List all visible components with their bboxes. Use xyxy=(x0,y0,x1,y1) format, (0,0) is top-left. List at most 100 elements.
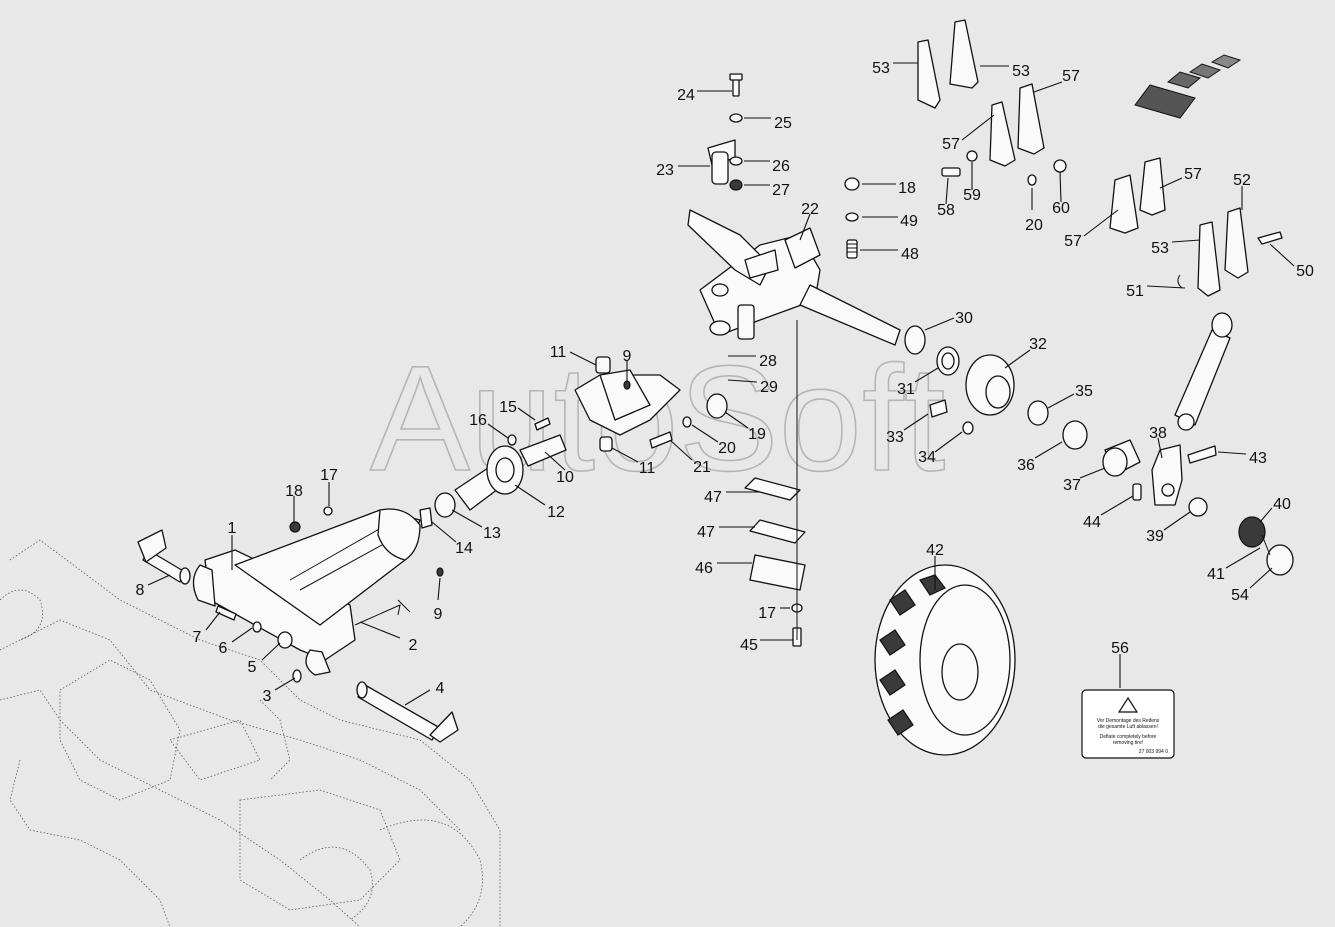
decal-code: 27 003 994 0 xyxy=(1139,749,1168,755)
callout-11: 11 xyxy=(550,344,567,361)
callout-53: 53 xyxy=(1151,240,1169,257)
callout-leader-57 xyxy=(1159,177,1183,189)
callout-leader-22 xyxy=(799,213,811,241)
callout-50: 50 xyxy=(1296,263,1314,280)
callout-leader-57 xyxy=(961,114,995,141)
axle-support-beam xyxy=(192,508,421,676)
callout-39: 39 xyxy=(1146,528,1164,545)
beam-hardware xyxy=(215,506,444,683)
callout-38: 38 xyxy=(1149,425,1167,442)
callout-32: 32 xyxy=(1029,336,1047,353)
callout-17: 17 xyxy=(758,605,776,622)
callout-leader-5 xyxy=(261,642,281,661)
callout-leader-33 xyxy=(903,413,929,431)
callout-leader-9 xyxy=(437,577,441,601)
callout-51: 51 xyxy=(1126,283,1144,300)
steering-cylinder xyxy=(1174,312,1233,431)
decal-line-3: Deflate completely before xyxy=(1100,734,1157,740)
decal-line-1: Vor Demontage des Reifens xyxy=(1097,718,1160,724)
wheel-hub-assembly xyxy=(904,325,1141,477)
callout-11: 11 xyxy=(639,460,656,477)
callout-4: 4 xyxy=(436,680,445,697)
callout-26: 26 xyxy=(772,158,790,175)
callout-16: 16 xyxy=(469,412,487,429)
callout-leader-31 xyxy=(914,367,939,383)
callout-leader-30 xyxy=(924,317,955,331)
callout-leader-6 xyxy=(231,627,253,643)
callout-49: 49 xyxy=(900,213,918,230)
warning-decal: Vor Demontage des Reifens die gesamte Lu… xyxy=(1081,689,1175,759)
callout-45: 45 xyxy=(740,637,758,654)
callout-41: 41 xyxy=(1207,566,1225,583)
callout-14: 14 xyxy=(455,540,473,557)
steering-axle-housing xyxy=(687,209,901,346)
callout-29: 29 xyxy=(760,379,778,396)
callout-18: 18 xyxy=(898,180,916,197)
callout-leader-14 xyxy=(431,521,457,543)
direction-arrow-icon xyxy=(1134,54,1242,119)
callout-57: 57 xyxy=(1062,68,1080,85)
callout-leader-15 xyxy=(517,407,536,421)
callout-leader-51 xyxy=(1146,285,1186,289)
callout-10: 10 xyxy=(556,469,574,486)
decal-line-4: removing tire! xyxy=(1113,740,1143,746)
watermark-text: AutoSoft xyxy=(370,334,945,502)
callout-44: 44 xyxy=(1083,514,1101,531)
callout-leader-57 xyxy=(1083,209,1119,237)
callout-12: 12 xyxy=(547,504,565,521)
callout-leader-7 xyxy=(205,611,221,631)
callout-27: 27 xyxy=(772,182,790,199)
callout-leader-21 xyxy=(669,439,693,461)
callout-23: 23 xyxy=(656,162,674,179)
callout-60: 60 xyxy=(1052,200,1070,217)
callout-7: 7 xyxy=(193,629,202,646)
callout-20: 20 xyxy=(1025,217,1043,234)
callout-leader-40 xyxy=(1259,507,1273,523)
callout-leader-3 xyxy=(274,677,296,691)
callout-5: 5 xyxy=(248,659,257,676)
kingpin-stack xyxy=(707,73,743,191)
callout-leader-37 xyxy=(1079,467,1106,479)
callout-36: 36 xyxy=(1017,457,1035,474)
callout-47: 47 xyxy=(697,524,715,541)
pivot-bracket xyxy=(507,356,728,467)
callout-42: 42 xyxy=(926,542,944,559)
callout-leader-44 xyxy=(1100,495,1134,516)
callout-15: 15 xyxy=(499,399,517,416)
callout-2: 2 xyxy=(409,637,418,654)
warning-triangle-icon xyxy=(1117,696,1139,713)
callout-43: 43 xyxy=(1249,450,1267,467)
callout-leader-20 xyxy=(691,424,719,443)
axle-tube-assembly xyxy=(419,445,524,529)
callout-22: 22 xyxy=(801,201,819,218)
callout-3: 3 xyxy=(263,688,272,705)
callout-53: 53 xyxy=(1012,63,1030,80)
callout-48: 48 xyxy=(901,246,919,263)
tire xyxy=(874,564,1016,756)
callout-leader-11 xyxy=(611,447,639,463)
axle-pins xyxy=(137,529,459,743)
callout-47: 47 xyxy=(704,489,722,506)
callout-19: 19 xyxy=(748,426,766,443)
callout-leader-38 xyxy=(1157,437,1163,459)
callout-57: 57 xyxy=(1064,233,1082,250)
shim-stack xyxy=(744,320,806,647)
callout-57: 57 xyxy=(1184,166,1202,183)
callout-leader-29 xyxy=(727,379,758,383)
callout-leader-41 xyxy=(1225,547,1261,569)
callout-leader-54 xyxy=(1249,567,1273,589)
callout-leader-10 xyxy=(544,451,566,471)
callout-leader-35 xyxy=(1047,393,1075,409)
callout-leader-12 xyxy=(514,484,546,506)
callout-35: 35 xyxy=(1075,383,1093,400)
adjuster-hardware xyxy=(844,177,860,259)
callout-28: 28 xyxy=(759,353,777,370)
callout-leader-43 xyxy=(1217,451,1247,455)
callout-59: 59 xyxy=(963,187,981,204)
callout-9: 9 xyxy=(434,606,443,623)
callout-57: 57 xyxy=(942,136,960,153)
callout-leader-50 xyxy=(1269,243,1295,267)
